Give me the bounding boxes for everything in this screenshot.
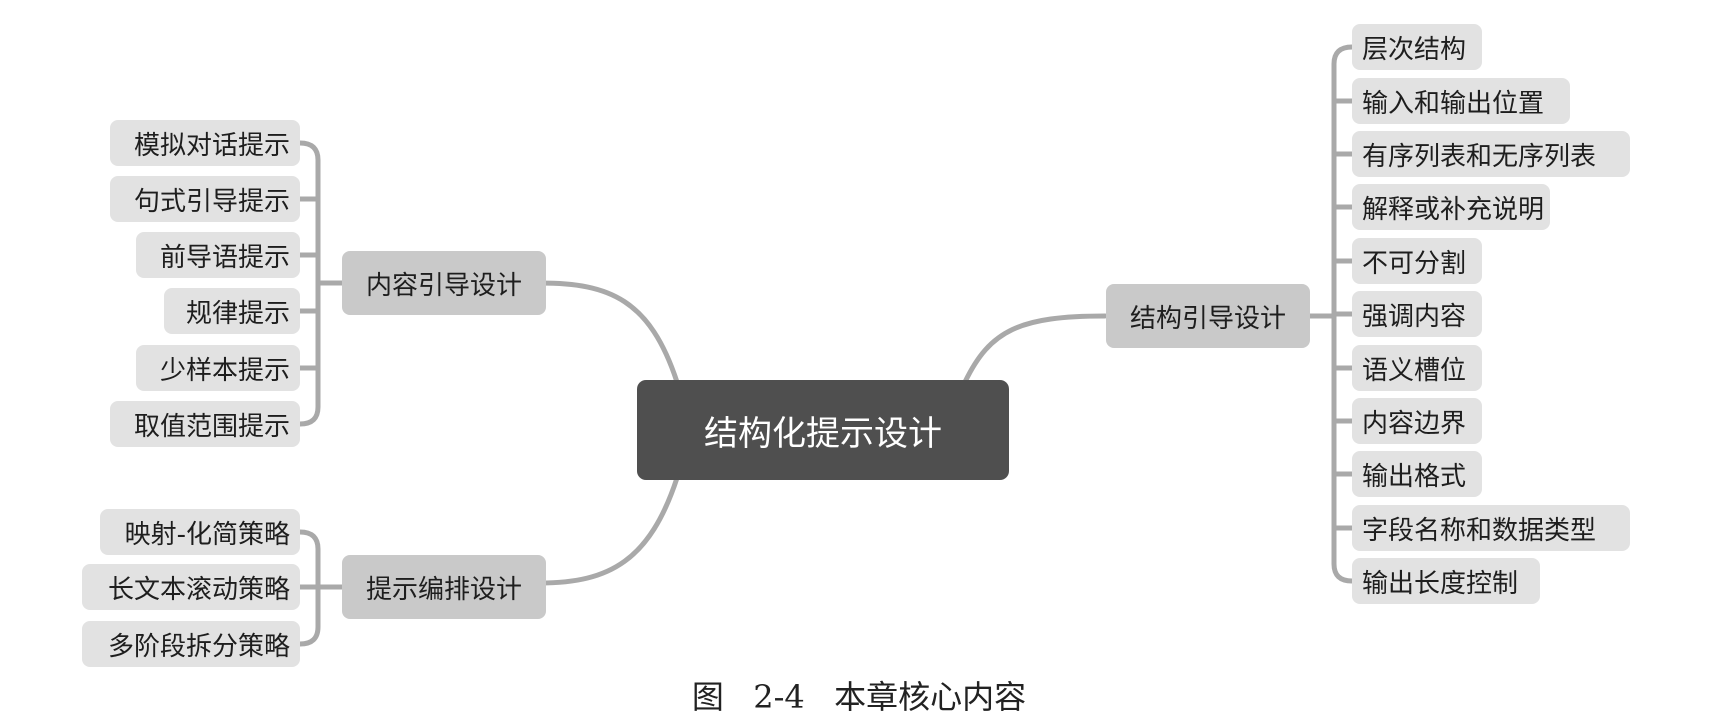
leaf-content-5: 少样本提示 bbox=[136, 345, 300, 391]
central-topic: 结构化提示设计 bbox=[637, 380, 1009, 480]
leaf-layout-1: 映射-化简策略 bbox=[100, 509, 300, 555]
leaf-content-4: 规律提示 bbox=[164, 288, 300, 334]
link-center-layout bbox=[537, 475, 680, 586]
figure-caption: 图 2-4 本章核心内容 bbox=[691, 678, 1027, 716]
branch-structure-guide: 结构引导设计 bbox=[1106, 284, 1310, 348]
link-center-structure bbox=[962, 313, 1108, 385]
leaf-structure-9: 输出格式 bbox=[1352, 451, 1482, 497]
leaf-structure-4: 解释或补充说明 bbox=[1352, 184, 1550, 230]
bracket-content bbox=[297, 140, 321, 427]
leaf-layout-2: 长文本滚动策略 bbox=[82, 564, 300, 610]
leaf-structure-7: 语义槽位 bbox=[1352, 345, 1482, 391]
leaf-structure-5: 不可分割 bbox=[1352, 238, 1482, 284]
leaf-content-2: 句式引导提示 bbox=[110, 176, 300, 222]
leaf-content-3: 前导语提示 bbox=[136, 232, 300, 278]
branch-content-guide: 内容引导设计 bbox=[342, 251, 546, 315]
leaf-structure-3: 有序列表和无序列表 bbox=[1352, 131, 1630, 177]
leaf-structure-1: 层次结构 bbox=[1352, 24, 1482, 70]
link-center-content bbox=[537, 280, 680, 385]
leaf-layout-3: 多阶段拆分策略 bbox=[82, 621, 300, 667]
leaf-structure-10: 字段名称和数据类型 bbox=[1352, 505, 1630, 551]
leaf-structure-11: 输出长度控制 bbox=[1352, 558, 1540, 604]
leaf-content-6: 取值范围提示 bbox=[110, 401, 300, 447]
leaf-structure-8: 内容边界 bbox=[1352, 398, 1482, 444]
branch-layout: 提示编排设计 bbox=[342, 555, 546, 619]
leaf-structure-6: 强调内容 bbox=[1352, 291, 1482, 337]
leaf-structure-2: 输入和输出位置 bbox=[1352, 78, 1570, 124]
leaf-content-1: 模拟对话提示 bbox=[110, 120, 300, 166]
